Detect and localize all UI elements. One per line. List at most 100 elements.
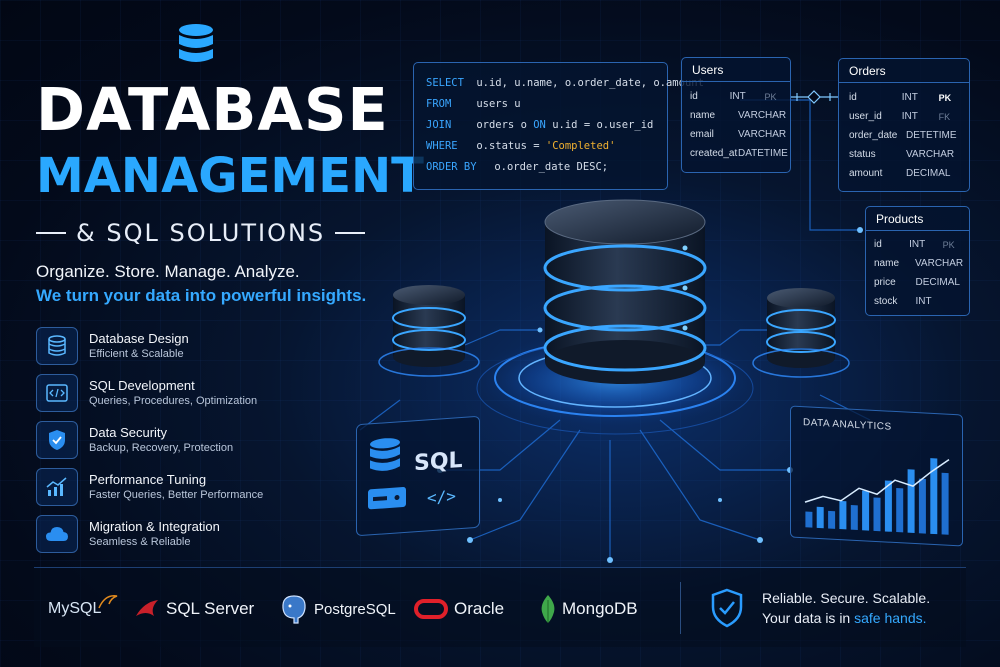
- subtitle: & SQL SOLUTIONS: [76, 219, 326, 247]
- column-type: VARCHAR: [738, 110, 787, 121]
- service-subtitle: Efficient & Scalable: [89, 347, 184, 360]
- column-key: FK: [938, 111, 951, 122]
- left-database-stack: [378, 285, 480, 377]
- sql-keyword: FROM: [426, 98, 452, 110]
- server-icon: [368, 487, 406, 510]
- table-title: Orders: [839, 59, 969, 83]
- circuit-lines: [359, 99, 871, 560]
- column-key: PK: [942, 239, 955, 250]
- promise-line: Reliable. Secure. Scalable.: [762, 590, 931, 606]
- analytics-chart: [804, 458, 950, 535]
- database-icon: [179, 24, 213, 62]
- column-type: INT: [901, 92, 918, 103]
- column-name: id: [874, 239, 882, 250]
- sql-keyword: ORDER BY: [426, 161, 477, 173]
- tagline: Organize. Store. Manage. Analyze.: [36, 262, 300, 281]
- service-title: Database Design: [89, 330, 189, 346]
- service-subtitle: Backup, Recovery, Protection: [89, 441, 234, 454]
- logo-postgresql: PostgreSQL: [280, 590, 396, 628]
- column-type: VARCHAR: [906, 149, 955, 160]
- sql-code-panel: SELECT u.id, u.name, o.order_date, o.amo…: [413, 62, 704, 190]
- logo-label: PostgreSQL: [314, 600, 396, 618]
- logo-label: Oracle: [454, 599, 505, 618]
- bottom-bar: MySQL SQL Server PostgreSQL Oracle Mongo…: [34, 567, 966, 647]
- sql-text: o.order_date DESC;: [494, 161, 609, 173]
- service-subtitle: Faster Queries, Better Performance: [89, 488, 264, 501]
- analytics-bar: [839, 500, 847, 530]
- sql-keyword: SELECT: [426, 77, 464, 89]
- column-name: name: [874, 258, 900, 269]
- column-name: amount: [849, 168, 883, 179]
- postgresql-elephant-icon: [282, 595, 306, 624]
- column-type: INT: [915, 296, 932, 307]
- logo-label: MySQL: [48, 600, 102, 617]
- subtitle-row: & SQL SOLUTIONS: [36, 218, 376, 248]
- oracle-icon: [414, 599, 448, 619]
- logo-oracle: Oracle: [414, 590, 504, 628]
- analytics-bar: [918, 478, 926, 534]
- table-row: name VARCHAR: [682, 106, 790, 125]
- service-title: SQL Development: [89, 377, 195, 393]
- sql-text: u.id = o.user_id: [552, 119, 654, 131]
- mongodb-leaf-icon: [541, 595, 555, 623]
- analytics-label: DATA ANALYTICS: [803, 417, 892, 433]
- analytics-bar: [941, 472, 949, 535]
- service-title: Performance Tuning: [89, 471, 207, 487]
- analytics-bar: [884, 480, 892, 532]
- sql-label: SQL: [414, 447, 463, 477]
- logo-mongodb: MongoDB: [540, 590, 638, 628]
- column-type: DECIMAL: [906, 168, 951, 179]
- column-type: DECIMAL: [915, 277, 960, 288]
- column-type: VARCHAR: [738, 129, 787, 140]
- table-row: name VARCHAR: [866, 254, 969, 273]
- table-title: Users: [682, 58, 790, 82]
- cloud-icon: [36, 514, 78, 553]
- analytics-bar: [805, 511, 813, 528]
- shield-check-icon: [36, 420, 78, 459]
- column-type: DETETIME: [906, 130, 957, 141]
- code-icon: [36, 373, 78, 412]
- column-name: stock: [874, 296, 898, 307]
- analytics-bar: [850, 505, 858, 531]
- column-name: email: [690, 129, 714, 140]
- column-type: INT: [729, 91, 746, 102]
- table-row: amount DECIMAL: [839, 164, 969, 183]
- promise-text: Your data is in: [762, 610, 851, 626]
- code-symbol: </>: [427, 486, 456, 508]
- promise-highlight: safe hands.: [854, 610, 927, 626]
- column-type: VARCHAR: [915, 258, 964, 269]
- code-line: SELECT u.id, u.name, o.order_date, o.amo…: [426, 77, 704, 98]
- shield-check-icon: [711, 588, 743, 628]
- service-subtitle: Seamless & Reliable: [89, 535, 191, 548]
- analytics-bar: [828, 510, 836, 529]
- divider: [680, 582, 681, 634]
- column-key: PK: [764, 91, 777, 102]
- service-subtitle: Queries, Procedures, Optimization: [89, 394, 258, 407]
- logo-mysql: MySQL: [48, 590, 119, 628]
- column-name: id: [690, 91, 698, 102]
- table-row: id INT PK: [682, 87, 790, 106]
- sql-keyword: ON: [533, 119, 546, 131]
- analytics-bar: [930, 458, 938, 535]
- logo-label: MongoDB: [562, 599, 638, 618]
- code-line: FROM users u: [426, 98, 655, 119]
- page-title: DATABASE: [36, 75, 389, 144]
- code-line: WHERE o.status = 'Completed': [426, 140, 655, 161]
- column-name: name: [690, 110, 716, 121]
- chart-trend-icon: [36, 467, 78, 506]
- sql-text: u.id, u.name, o.order_date, o.amount: [476, 77, 704, 89]
- subtitle-dash-right: [335, 232, 366, 234]
- column-name: user_id: [849, 111, 882, 122]
- tagline-accent: We turn your data into powerful insights…: [36, 286, 367, 305]
- right-database-stack: [752, 288, 850, 378]
- sql-text: orders o: [476, 119, 527, 131]
- sql-server-icon: [136, 600, 158, 616]
